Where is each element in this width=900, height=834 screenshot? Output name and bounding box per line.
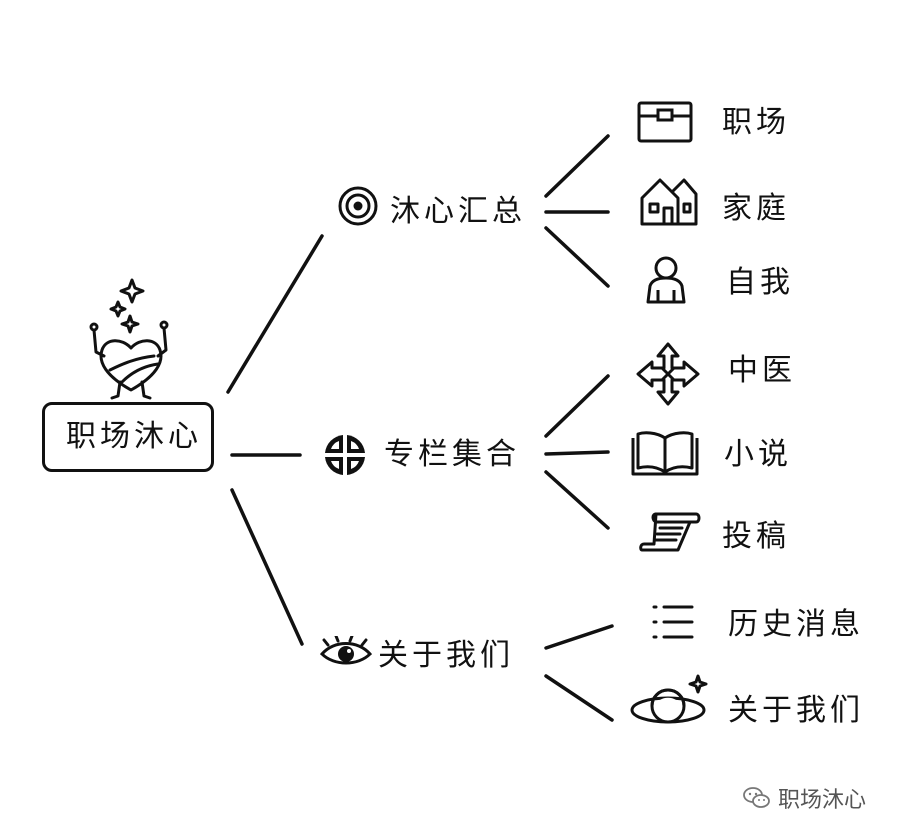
connector-b2-c3 <box>544 470 610 530</box>
leaf-label: 中医 <box>728 353 796 388</box>
leaf-label: 自我 <box>726 265 794 300</box>
planet-icon <box>630 674 708 724</box>
compass-arrows-icon <box>636 342 700 406</box>
leaf-label: 投稿 <box>722 519 790 554</box>
list-icon <box>652 605 694 639</box>
connector-root-branch1 <box>226 234 324 394</box>
branch-label-2: 专栏集合 <box>384 437 520 472</box>
wechat-icon <box>743 787 770 808</box>
connector-b2-c1 <box>544 374 610 438</box>
root-box <box>42 402 214 472</box>
leaf-label: 职场 <box>722 105 790 140</box>
scroll-icon <box>639 512 701 552</box>
branch-label-1: 沐心汇总 <box>390 194 526 229</box>
leaf-label: 关于我们 <box>728 693 864 728</box>
root-label: 职场沐心 <box>66 419 202 454</box>
person-icon <box>646 256 686 304</box>
leaf-label: 历史消息 <box>728 607 864 642</box>
eye-icon <box>319 636 373 665</box>
open-book-icon <box>631 431 699 476</box>
branch-label-3: 关于我们 <box>378 638 514 673</box>
connector-b3-c2 <box>544 674 614 722</box>
heart-mascot-icon <box>89 278 169 400</box>
house-icon <box>640 178 698 226</box>
split-circle-icon <box>325 435 365 475</box>
watermark: 职场沐心 <box>742 782 866 814</box>
leaf-label: 家庭 <box>722 191 790 226</box>
briefcase-icon <box>637 101 693 143</box>
leaf-label: 小说 <box>724 437 792 472</box>
connector-b1-c3 <box>544 226 610 288</box>
connector-root-branch3 <box>230 488 304 646</box>
connector-b1-c1 <box>544 134 610 198</box>
connector-b3-c1 <box>544 624 614 650</box>
target-icon <box>338 186 378 226</box>
watermark-label: 职场沐心 <box>778 788 867 813</box>
connector-b2-c2 <box>544 450 610 456</box>
